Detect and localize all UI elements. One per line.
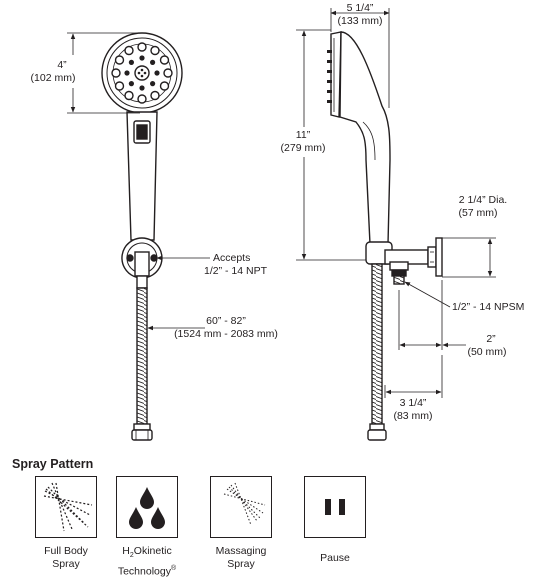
head-depth-imperial: 5 1/4” <box>347 2 374 14</box>
hose-length-metric: (1524 mm - 2083 mm) <box>174 328 278 340</box>
projection-metric: (83 mm) <box>393 410 432 422</box>
head-height-dimension <box>67 32 140 114</box>
head-height-imperial: 4” <box>57 59 67 71</box>
projection-imperial: 3 1/4” <box>400 397 427 409</box>
full-body-spray-caption: Full Body Spray <box>11 545 121 571</box>
overall-height-imperial: 11” <box>296 129 311 141</box>
offset-dimension <box>398 280 466 350</box>
massaging-spray-caption: Massaging Spray <box>186 545 296 571</box>
full-body-spray-tile <box>35 476 97 538</box>
h2okinetic-drops-icon <box>129 487 165 529</box>
massaging-spray-icon <box>223 482 266 526</box>
overall-height-metric: (279 mm) <box>281 142 326 154</box>
h2okinetic-tile <box>116 476 178 538</box>
h2okinetic-label-line1: H2Okinetic <box>122 545 172 560</box>
pause-icon <box>325 499 345 515</box>
connection-thread: 1/2” - 14 NPT <box>204 265 268 277</box>
overall-height-dimension <box>296 29 366 261</box>
side-view-showerhead <box>327 31 443 441</box>
pause-tile <box>304 476 366 538</box>
full-body-spray-label-line2: Spray <box>52 558 80 570</box>
flange-diameter-imperial: 2 1/4” Dia. <box>459 194 507 206</box>
head-height-metric: (102 mm) <box>31 72 76 84</box>
offset-imperial: 2” <box>486 333 496 345</box>
flange-diameter-metric: (57 mm) <box>458 207 497 219</box>
massaging-spray-tile <box>210 476 272 538</box>
flange-diameter-dimension <box>442 237 496 278</box>
massaging-spray-label-line1: Massaging <box>215 545 267 557</box>
spray-pattern-title: Spray Pattern <box>12 457 94 471</box>
outlet-thread-leader <box>404 281 451 308</box>
head-depth-metric: (133 mm) <box>338 15 383 27</box>
offset-metric: (50 mm) <box>467 346 506 358</box>
head-depth-dimension <box>330 8 390 108</box>
h2okinetic-caption: H2Okinetic Technology® <box>92 545 202 579</box>
hose-length-imperial: 60” - 82” <box>206 315 246 327</box>
full-body-spray-label-line1: Full Body <box>44 545 88 557</box>
projection-dimension <box>384 355 443 398</box>
massaging-spray-label-line2: Spray <box>227 558 255 570</box>
full-body-spray-icon <box>43 482 93 532</box>
outlet-thread-label: 1/2” - 14 NPSM <box>452 301 524 313</box>
pause-caption: Pause <box>280 552 390 565</box>
pause-label: Pause <box>320 552 350 564</box>
h2okinetic-label-line2: Technology® <box>117 565 177 578</box>
front-view-showerhead <box>101 32 183 441</box>
connection-accepts: Accepts <box>213 252 250 264</box>
